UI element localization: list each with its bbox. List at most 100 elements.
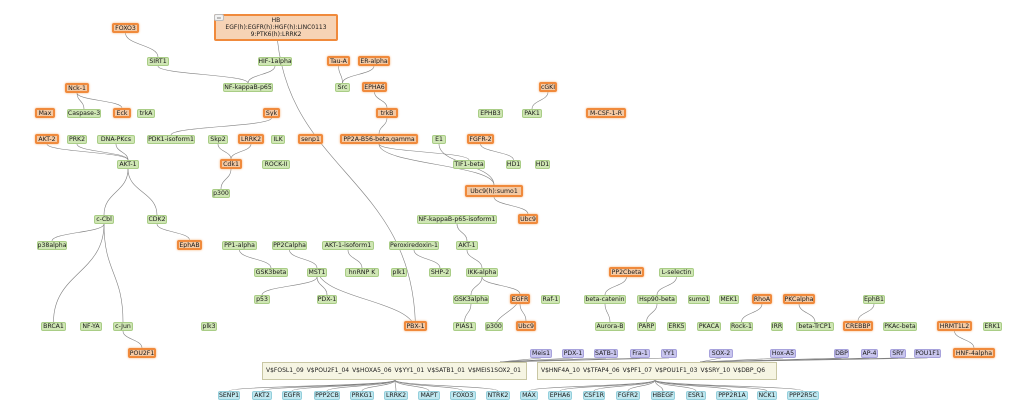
node-pbx1[interactable]: PBX-1	[404, 321, 427, 331]
node-dnapkcs[interactable]: DNA-PKcs	[97, 135, 135, 144]
node-pkaca[interactable]: PKACA	[697, 322, 721, 331]
node-irr[interactable]: IRR	[771, 322, 783, 331]
node-senp1[interactable]: senp1	[298, 134, 323, 144]
node-sumo1[interactable]: sumo1	[688, 295, 710, 304]
node-trka[interactable]: trkA	[137, 109, 155, 118]
motif-node[interactable]: YY1	[661, 349, 677, 358]
complex-ubc9-sumo1[interactable]: Ubc9(h):sumo1	[465, 185, 523, 197]
node-btrcp[interactable]: beta-TrCP1	[796, 322, 834, 331]
gene-node[interactable]: MAX	[520, 391, 538, 400]
node-plk1[interactable]: plk1	[391, 268, 407, 277]
node-ccbl[interactable]: c-Cbl	[94, 215, 114, 224]
node-pkacb[interactable]: PKAc-beta	[883, 322, 917, 331]
node-pp2ca[interactable]: PP2Calpha	[272, 241, 307, 250]
node-pdk1iso[interactable]: PDK1-isoform1	[147, 135, 195, 144]
node-gsk3b[interactable]: GSK3beta	[254, 268, 288, 277]
node-nfkbp65[interactable]: NF-kappaB-p65	[223, 83, 273, 92]
node-hnf4a[interactable]: HNF-4alpha	[953, 348, 995, 358]
gene-node[interactable]: FOXO3	[450, 391, 476, 400]
motif-node[interactable]: Meis1	[530, 349, 552, 358]
node-nck1[interactable]: Nck-1	[65, 83, 89, 93]
gene-node[interactable]: PRKG1	[350, 391, 374, 400]
node-erk1[interactable]: ERK1	[983, 322, 1002, 331]
motif-node[interactable]: SRY	[890, 349, 906, 358]
node-e1[interactable]: E1	[432, 135, 446, 144]
node-lrrk2[interactable]: LRRK2	[238, 134, 264, 144]
motif-node[interactable]: Fra-1	[630, 349, 650, 358]
node-nfkbiso[interactable]: NF-kappaB-p65-isoform1	[417, 215, 497, 224]
node-sirt1[interactable]: SIRT1	[147, 57, 169, 66]
node-syk[interactable]: Syk	[263, 108, 280, 118]
node-ephb3[interactable]: EPHB3	[478, 109, 503, 118]
node-max[interactable]: Max	[35, 108, 55, 118]
node-skp2[interactable]: Skp2	[208, 135, 228, 144]
node-prx1[interactable]: Peroxiredoxin-1	[389, 241, 439, 250]
node-hrmt[interactable]: HRMT1L2	[937, 321, 972, 331]
node-prk2[interactable]: PRK2	[67, 135, 87, 144]
motif-node[interactable]: Hox-A5	[770, 349, 796, 358]
node-pkca[interactable]: PKCalpha	[783, 294, 815, 304]
motif-node[interactable]: SATB-1	[594, 349, 618, 358]
node-ephab[interactable]: EphAB	[177, 240, 202, 250]
gene-node[interactable]: MAPT	[418, 391, 440, 400]
node-aurb[interactable]: Aurora-B	[595, 322, 625, 331]
gene-node[interactable]: EPHA6	[548, 391, 572, 400]
node-cdk2[interactable]: CDK2	[147, 215, 167, 224]
node-p300b[interactable]: p300	[485, 322, 503, 331]
node-fgfr2[interactable]: FGFR-2	[467, 134, 494, 144]
gene-node[interactable]: ESR1	[686, 391, 706, 400]
node-cjun[interactable]: c-Jun	[113, 322, 133, 331]
node-ilk[interactable]: ILK	[271, 135, 285, 144]
node-ikka[interactable]: IKK-alpha	[466, 268, 498, 277]
gene-node[interactable]: NCK1	[757, 391, 777, 400]
node-p300a[interactable]: p300	[212, 189, 230, 198]
gene-node[interactable]: CSF1R	[583, 391, 605, 400]
node-akt1[interactable]: AKT-1	[117, 160, 139, 169]
node-p53[interactable]: p53	[254, 295, 270, 304]
gene-node[interactable]: PPP2R5C	[787, 391, 819, 400]
node-tif1b[interactable]: TIF1-beta	[453, 160, 485, 169]
gene-node[interactable]: HBEGF	[651, 391, 675, 400]
node-casp3[interactable]: Caspase-3	[67, 109, 101, 118]
node-mek1[interactable]: MEK1	[719, 295, 739, 304]
node-cgki[interactable]: cGKI	[539, 82, 557, 92]
node-hsp90[interactable]: Hsp90-beta	[637, 295, 677, 304]
node-pp2a[interactable]: PP2A-B56-beta,gamma	[340, 134, 418, 144]
node-shp2[interactable]: SHP-2	[429, 268, 451, 277]
motif-node[interactable]: POU1F1	[914, 349, 941, 358]
node-plk3[interactable]: plk3	[201, 322, 217, 331]
node-eralpha[interactable]: ER-alpha	[358, 56, 390, 66]
node-tau[interactable]: Tau-A	[327, 56, 350, 66]
gene-node[interactable]: SENP1	[218, 391, 240, 400]
node-cdk1[interactable]: Cdk1	[220, 159, 242, 169]
node-pp2cb[interactable]: PP2Cbeta	[609, 267, 644, 277]
node-trkb[interactable]: trkB	[376, 108, 398, 118]
node-pias1[interactable]: PIAS1	[453, 322, 476, 331]
node-erk5[interactable]: ERK5	[667, 322, 686, 331]
node-akt2[interactable]: AKT-2	[35, 134, 59, 144]
node-pak1[interactable]: PAK1	[522, 109, 542, 118]
node-eck[interactable]: Eck	[113, 108, 131, 118]
node-src[interactable]: Src	[335, 83, 350, 92]
node-hif1a[interactable]: HIF-1alpha	[258, 57, 292, 66]
node-gsk3a[interactable]: GSK3alpha	[453, 295, 489, 304]
node-pp1a[interactable]: PP1-alpha	[222, 241, 257, 250]
motif-node[interactable]: DBP	[834, 349, 849, 358]
node-crebbp[interactable]: CREBBP	[843, 321, 873, 331]
node-akt1iso[interactable]: AKT-1-isoform1	[322, 241, 374, 250]
node-hd1b[interactable]: HD1	[535, 160, 550, 169]
node-raf1[interactable]: Raf-1	[541, 295, 560, 304]
node-lsel[interactable]: L-selectin	[659, 268, 694, 277]
node-pdx1[interactable]: PDX-1	[317, 295, 337, 304]
node-mst1[interactable]: MST1	[307, 268, 327, 277]
gene-node[interactable]: FGFR2	[616, 391, 640, 400]
node-parp[interactable]: PARP	[637, 322, 656, 331]
gene-node[interactable]: PPP2R1A	[716, 391, 748, 400]
node-hnrnpk[interactable]: hnRNP K	[345, 268, 379, 277]
node-nfya[interactable]: NF-YA	[80, 322, 102, 331]
node-foxo3[interactable]: FOXO3	[112, 23, 139, 33]
motif-node[interactable]: PDX-1	[562, 349, 584, 358]
node-ephb1[interactable]: EphB1	[863, 295, 885, 304]
node-egfr[interactable]: EGFR	[510, 294, 530, 304]
node-p38[interactable]: p38alpha	[37, 241, 67, 250]
